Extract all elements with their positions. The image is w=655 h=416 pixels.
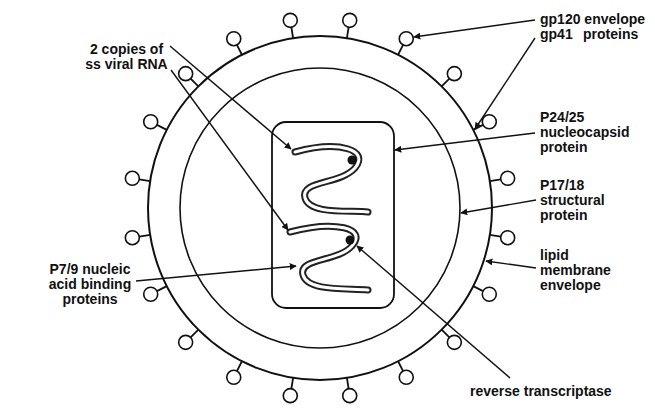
- callout-label: P24/25 nucleocapsid protein: [540, 110, 635, 155]
- envelope-spike: [442, 67, 462, 87]
- spike-head: [227, 370, 241, 384]
- spike-head: [501, 231, 515, 245]
- capsid-core: [272, 122, 394, 308]
- spike-stem: [157, 125, 167, 130]
- spike-head: [144, 115, 158, 129]
- leader-line: [475, 38, 535, 129]
- leader-line: [461, 200, 536, 213]
- spike-head: [482, 287, 496, 301]
- spike-head: [179, 335, 193, 349]
- envelope-spike: [125, 171, 150, 185]
- rna-strand: [295, 147, 368, 212]
- spike-stem: [191, 330, 199, 338]
- rna-strand-core: [295, 147, 368, 212]
- spike-stem: [237, 45, 242, 55]
- envelope-spike: [343, 378, 357, 403]
- envelope-spike: [227, 32, 242, 55]
- spike-stem: [347, 27, 349, 38]
- callout-label: P7/9 nucleic acid binding proteins: [40, 262, 140, 307]
- spike-stem: [139, 179, 150, 181]
- matrix-layer: [180, 68, 460, 348]
- spike-stem: [442, 79, 450, 87]
- callout-label: lipid membrane envelope: [540, 248, 635, 293]
- spike-stem: [490, 235, 501, 237]
- envelope-spike: [398, 32, 413, 55]
- spike-stem: [237, 361, 242, 371]
- envelope-spike: [490, 231, 515, 245]
- envelope-spike: [398, 361, 413, 384]
- spike-head: [399, 370, 413, 384]
- leader-line: [486, 261, 536, 268]
- spike-head: [482, 115, 496, 129]
- spike-group: [125, 13, 514, 402]
- spike-head: [144, 287, 158, 301]
- enzyme-dot: [348, 156, 357, 165]
- leader-line: [171, 70, 288, 230]
- spike-stem: [398, 361, 403, 371]
- envelope-spike: [283, 13, 297, 38]
- envelope-spike: [490, 171, 515, 185]
- envelope-spike: [227, 361, 242, 384]
- envelope-spike: [144, 115, 167, 130]
- spike-head: [399, 32, 413, 46]
- envelope-spike: [179, 330, 199, 350]
- spike-head: [283, 389, 297, 403]
- enzyme-dot: [346, 236, 355, 245]
- spike-stem: [139, 235, 150, 237]
- spike-stem: [291, 378, 293, 389]
- spike-head: [125, 171, 139, 185]
- spike-head: [343, 389, 357, 403]
- envelope-spike: [283, 378, 297, 403]
- lipid-envelope: [148, 36, 492, 380]
- spike-stem: [291, 27, 293, 38]
- callout-label: reverse transcriptase: [470, 384, 630, 399]
- spike-stem: [473, 286, 483, 291]
- envelope-spike: [473, 286, 496, 301]
- leader-line: [414, 20, 535, 37]
- envelope-spike: [343, 13, 357, 38]
- envelope-spike: [144, 286, 167, 301]
- spike-stem: [398, 45, 403, 55]
- callout-label: P17/18 structural protein: [540, 178, 635, 223]
- spike-stem: [490, 179, 501, 181]
- spike-stem: [191, 79, 199, 87]
- spike-stem: [347, 378, 349, 389]
- spike-head: [447, 335, 461, 349]
- callout-label: 2 copies of ss viral RNA: [83, 42, 170, 72]
- leader-line: [170, 46, 291, 149]
- spike-stem: [473, 125, 483, 130]
- spike-head: [447, 67, 461, 81]
- leader-line: [357, 246, 510, 378]
- rna-strand: [290, 226, 368, 290]
- leader-line: [136, 266, 296, 281]
- spike-stem: [157, 286, 167, 291]
- spike-head: [283, 13, 297, 27]
- spike-head: [501, 171, 515, 185]
- spike-head: [125, 231, 139, 245]
- rna-strand-core: [290, 226, 368, 290]
- spike-stem: [442, 330, 450, 338]
- spike-head: [343, 13, 357, 27]
- leader-line: [395, 133, 535, 150]
- spike-head: [227, 32, 241, 46]
- callout-label: gp41: [540, 27, 580, 42]
- spike-head: [179, 67, 193, 81]
- envelope-spike: [125, 231, 150, 245]
